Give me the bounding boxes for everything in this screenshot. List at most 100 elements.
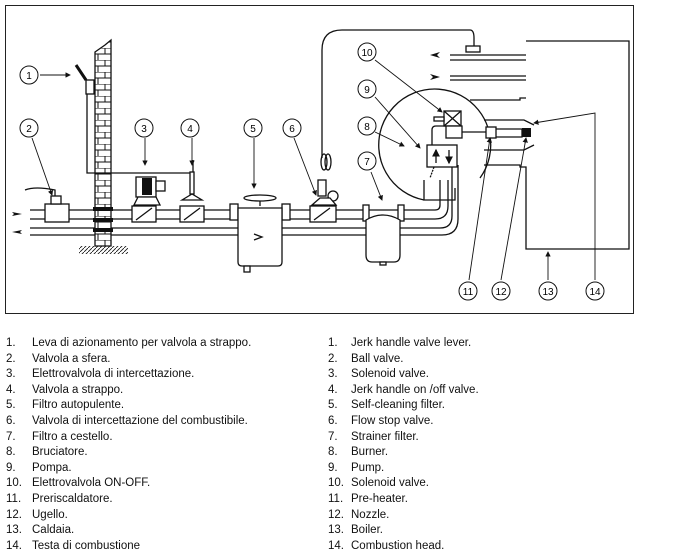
- legend-item-text: Pump.: [351, 461, 385, 474]
- callout-10: 10: [357, 42, 377, 62]
- svg-text:3: 3: [141, 124, 147, 135]
- svg-text:13: 13: [542, 287, 554, 298]
- legend-item-text: Flow stop valve.: [351, 414, 434, 427]
- fuel-circuit-diagram: 1 2 3 4 5 6 7 8 9 10 11 12 13 14: [5, 5, 634, 314]
- legend-item: 9. Pump.: [328, 461, 479, 477]
- legend-item: 6. Valvola di intercettazione del combust…: [6, 414, 251, 430]
- legend-item-text: Bruciatore.: [32, 446, 88, 459]
- supply-pipe: [30, 180, 449, 220]
- legend-item-number: 8.: [6, 446, 16, 459]
- legend-item-text: Jerk handle on /off valve.: [351, 383, 479, 396]
- svg-text:6: 6: [289, 124, 295, 135]
- legend-item-text: Solenoid valve.: [351, 477, 429, 490]
- legend-item-number: 1.: [328, 337, 338, 349]
- svg-text:12: 12: [495, 287, 507, 298]
- callout-13: 13: [538, 281, 558, 301]
- legend-item: 4.Valvola a strappo.: [6, 383, 251, 399]
- legend-item: 6. Flow stop valve.: [328, 414, 479, 430]
- legend-item-text: Preriscaldatore.: [32, 492, 113, 505]
- svg-text:4: 4: [187, 124, 193, 135]
- jerk-handle-valve: [179, 171, 205, 223]
- legend-item-text: Valvola di intercettazione del combustib…: [32, 414, 248, 427]
- legend-item-text: Burner.: [351, 446, 389, 459]
- legend-item-number: 5.: [328, 399, 338, 412]
- pump: [426, 125, 458, 179]
- callout-9: 9: [357, 79, 377, 99]
- svg-text:2: 2: [26, 124, 32, 135]
- legend-item-text: Valvola a sfera.: [32, 352, 111, 365]
- legend-item-number: 10.: [328, 477, 344, 490]
- legend-item-number: 10.: [6, 477, 22, 490]
- nozzle: [522, 128, 531, 137]
- legend-item-text: Ball valve.: [351, 352, 404, 365]
- legend-item-text: Elettrovalvola di intercettazione.: [32, 368, 195, 381]
- legend-italian: 1. Leva di azionamento per valvola a stra…: [6, 336, 251, 554]
- legend-item-text: Elettrovalvola ON-OFF.: [32, 477, 151, 490]
- return-pipe: [30, 165, 459, 236]
- legend-item-text: Pre-heater.: [351, 492, 408, 505]
- legend-item-text: Valvola a strappo.: [32, 383, 124, 396]
- brick-wall: [79, 38, 128, 254]
- legend-item: 7.Filtro a cestello.: [6, 430, 251, 446]
- svg-text:5: 5: [250, 124, 256, 135]
- legend-item: 14.Combustion head.: [328, 539, 479, 555]
- legend-item: 5. Self-cleaning filter.: [328, 398, 479, 414]
- legend-item: 1.Jerk handle valve lever.: [328, 336, 479, 352]
- callout-12: 12: [491, 281, 511, 301]
- on-off-solenoid-valve: [433, 110, 487, 139]
- callout-6: 6: [282, 118, 302, 138]
- legend-item: 10. Elettrovalvola ON-OFF.: [6, 476, 251, 492]
- legend-item-number: 11.: [328, 492, 344, 505]
- legend-item-text: Leva di azionamento per valvola a strapp…: [32, 337, 252, 349]
- legend-english: 1.Jerk handle valve lever.2. Ball valve. 3…: [328, 336, 479, 554]
- svg-text:1: 1: [26, 71, 32, 82]
- svg-text:10: 10: [361, 48, 373, 59]
- legend-item: 3.Solenoid valve.: [328, 367, 479, 383]
- legend-item-number: 4.: [328, 383, 338, 396]
- callout-1: 1: [19, 65, 39, 85]
- legend-item-text: Nozzle.: [351, 508, 390, 521]
- legend-item-number: 1.: [6, 337, 16, 349]
- legend-item-number: 2.: [6, 352, 16, 365]
- callout-4: 4: [180, 118, 200, 138]
- legend-item: 2. Valvola a sfera.: [6, 352, 251, 368]
- svg-text:8: 8: [364, 122, 370, 133]
- legend-item: 7.Strainer filter.: [328, 430, 479, 446]
- arrow-left-icon: [430, 52, 440, 58]
- legend-item: 10. Solenoid valve.: [328, 476, 479, 492]
- legend-item-number: 11.: [6, 492, 22, 505]
- legend-item-text: Solenoid valve.: [351, 368, 429, 381]
- callout-8: 8: [357, 116, 377, 136]
- solenoid-valve: [131, 176, 166, 223]
- svg-text:9: 9: [364, 85, 370, 96]
- legend-item-number: 13.: [328, 524, 344, 537]
- ball-valve: [24, 187, 70, 223]
- arrow-right-icon: [12, 212, 22, 216]
- svg-text:14: 14: [589, 287, 601, 298]
- legend-item-number: 13.: [6, 524, 22, 537]
- self-cleaning-filter: [229, 194, 291, 273]
- legend-item-text: Combustion head.: [351, 539, 445, 552]
- legend-item-number: 7.: [6, 430, 16, 443]
- legend-item-number: 7.: [328, 430, 338, 443]
- callout-11: 11: [458, 281, 478, 301]
- legend-item-number: 2.: [328, 352, 338, 365]
- legend-item: 11. Pre-heater.: [328, 492, 479, 508]
- legend-item-number: 6.: [6, 414, 16, 427]
- legend-item-number: 9.: [328, 461, 338, 474]
- legend-item: 3.Elettrovalvola di intercettazione.: [6, 367, 251, 383]
- boiler: [450, 40, 630, 250]
- jerk-handle-lever: [74, 64, 194, 174]
- legend-item: 8. Burner.: [328, 445, 479, 461]
- legend-item-number: 5.: [6, 399, 16, 412]
- legend-item-number: 8.: [328, 446, 338, 459]
- legend-item: 14.Testa di combustione: [6, 539, 251, 555]
- svg-text:7: 7: [364, 157, 370, 168]
- strainer-filter: [362, 204, 405, 266]
- callout-7: 7: [357, 151, 377, 171]
- legend-item-number: 6.: [328, 414, 338, 427]
- legend-item-text: Self-cleaning filter.: [351, 399, 445, 412]
- callout-14: 14: [585, 281, 605, 301]
- legend-item-number: 14.: [6, 539, 22, 552]
- legend-item: 1. Leva di azionamento per valvola a stra…: [6, 336, 251, 352]
